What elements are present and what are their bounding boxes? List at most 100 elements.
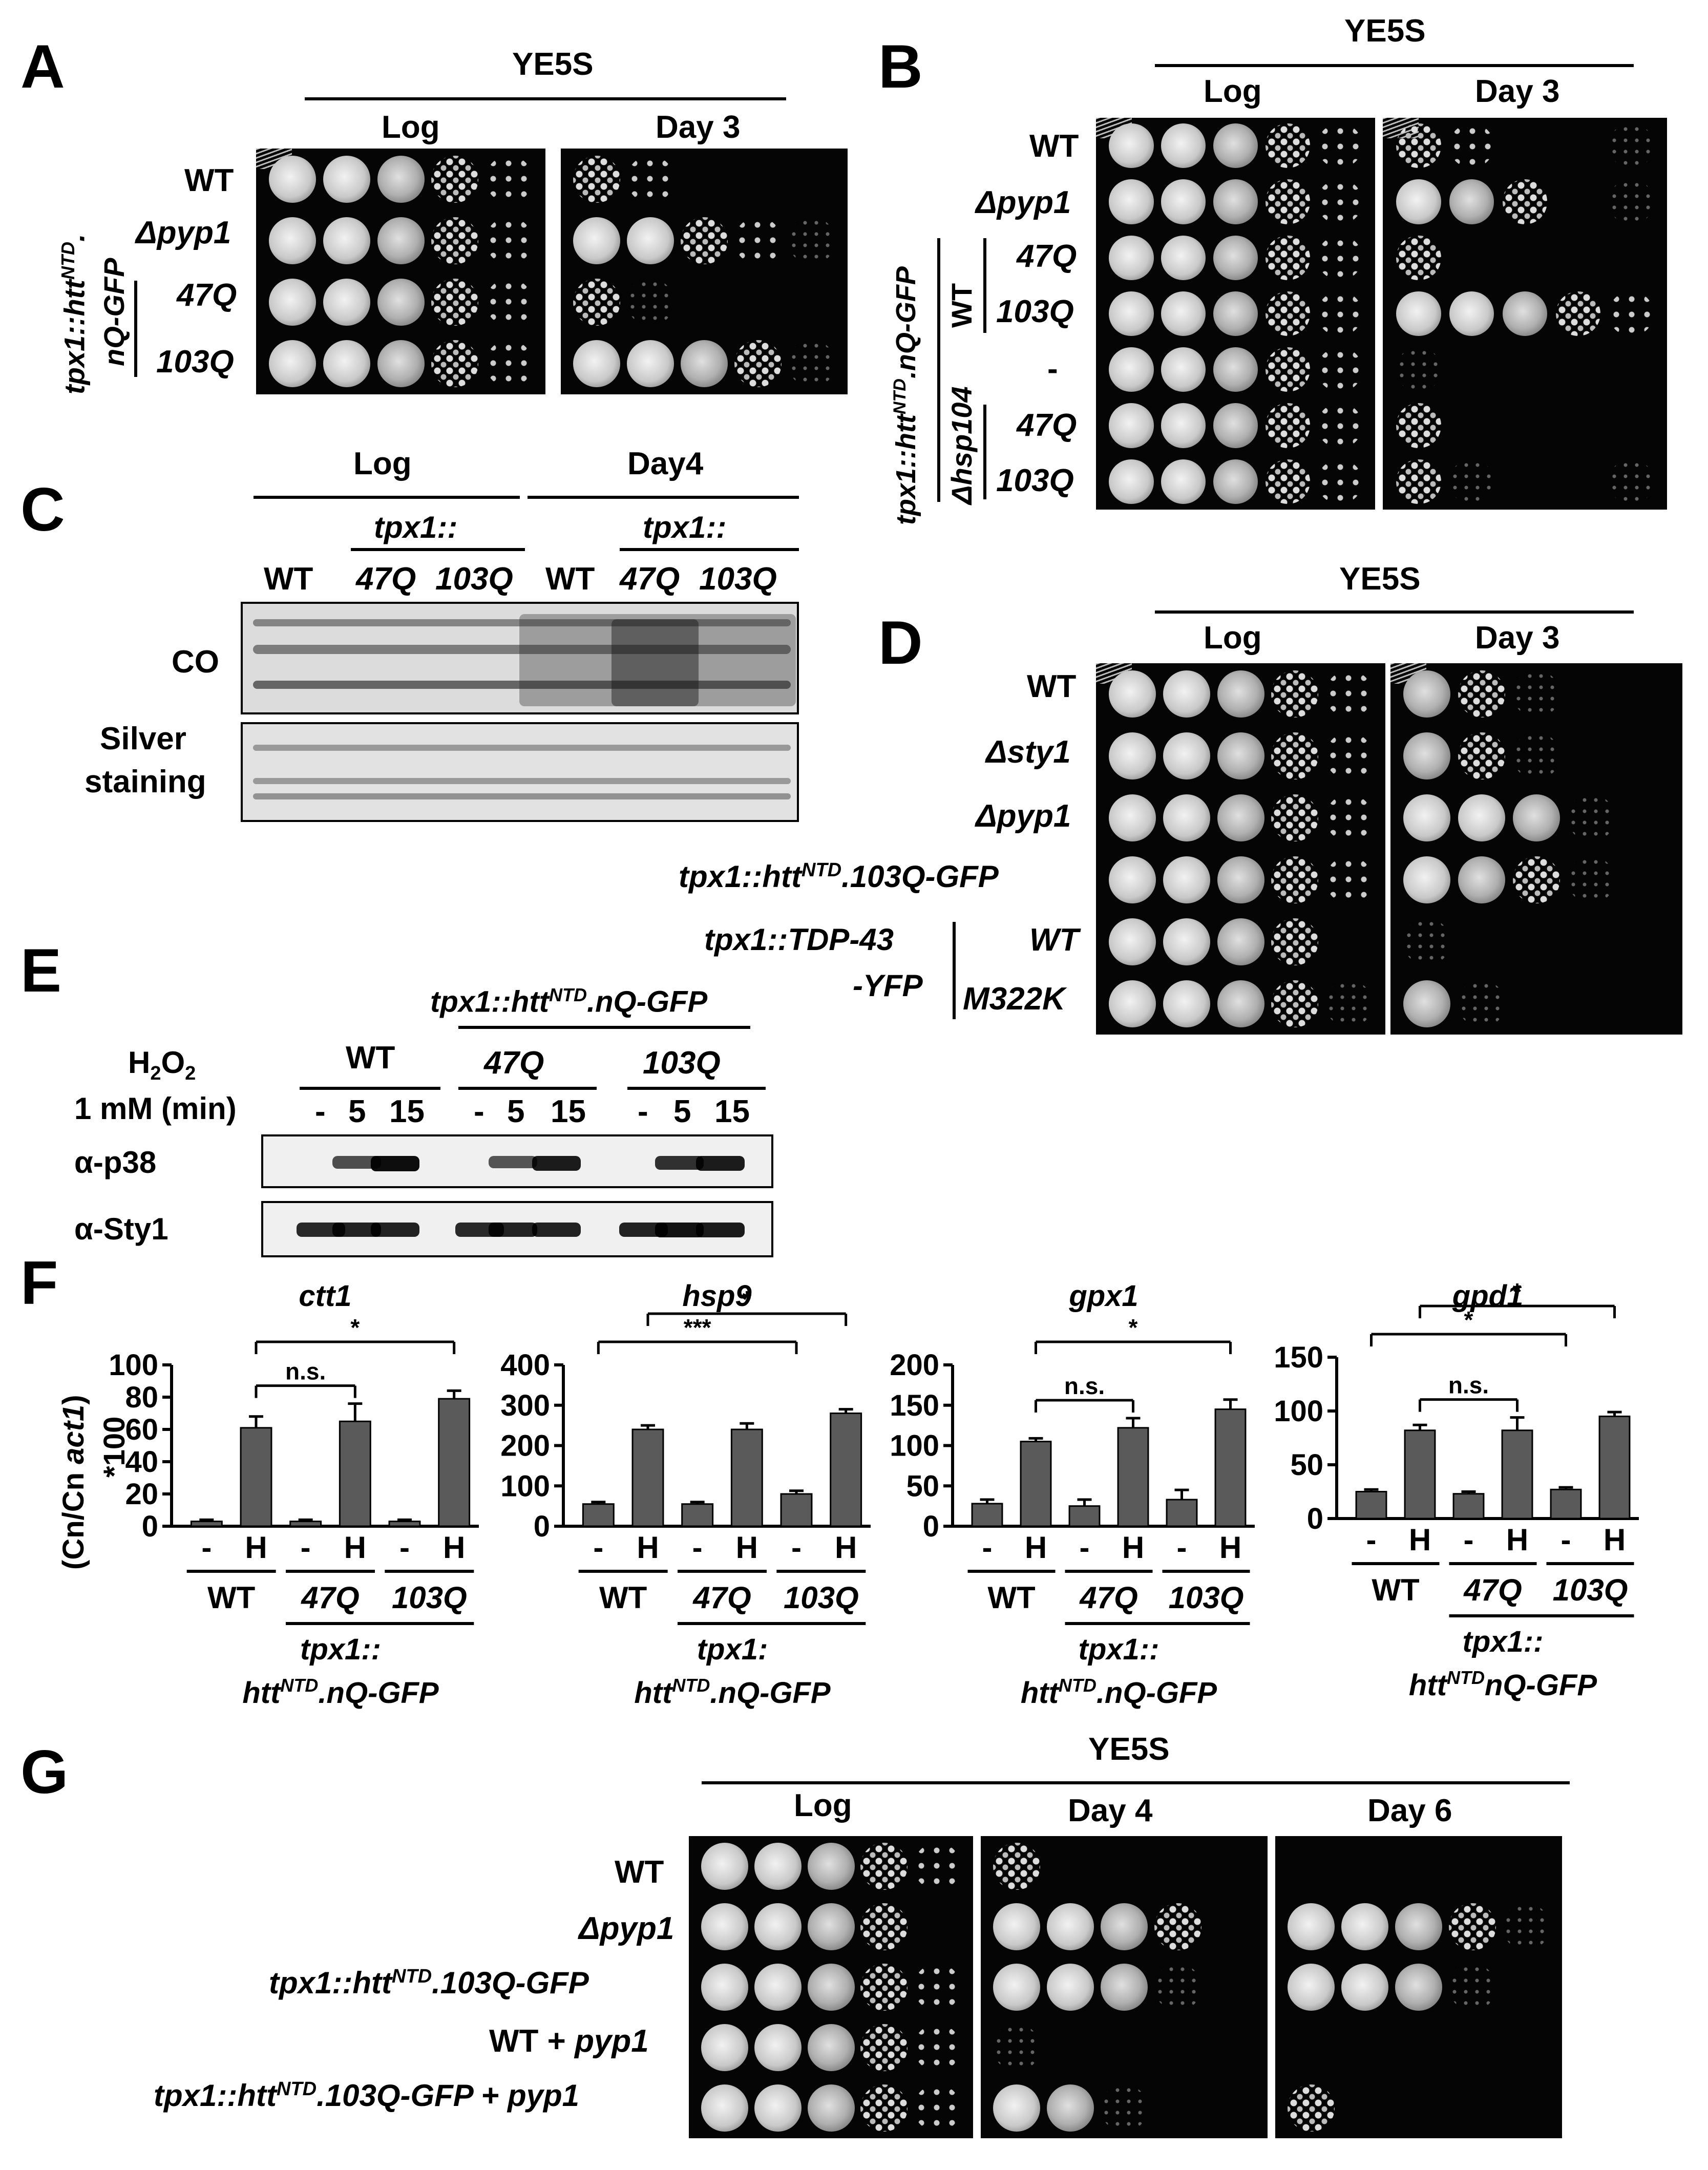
y-tick-label: 0 [923,1510,939,1543]
panel-e-group-103q: 103Q [643,1045,721,1081]
colony-spot [323,340,370,387]
colony-spot [1271,670,1319,718]
y-tick-label: 60 [125,1413,158,1446]
bar [1452,1493,1485,1520]
panel-d-tdp-m322k: M322K [963,981,1065,1017]
colony-spot [1502,291,1548,336]
tpx-label-1: tpx1: [697,1633,768,1666]
colony-spot [993,1964,1041,2011]
x-group-label: 47Q [1463,1573,1522,1607]
colony-spot [1265,123,1310,168]
x-group-label: 103Q [784,1581,859,1615]
colony-spot [1396,179,1441,224]
colony-spot [701,1903,748,1950]
colony-spot [1217,732,1264,780]
panel-e-timepoint: 15 [551,1094,586,1129]
panel-e-timepoint: 15 [714,1094,750,1129]
y-tick-label: 400 [500,1349,550,1382]
significance-label: * [350,1314,360,1341]
bar [971,1503,1003,1527]
colony-spot [377,279,425,326]
tpx-label-2: httNTD.nQ-GFP [634,1675,831,1710]
colony-spot [1317,291,1362,336]
colony-spot [1265,459,1310,504]
colony-spot [431,279,479,326]
panel-a-medium: YE5S [512,47,594,82]
colony-spot [754,1964,802,2011]
chart-title: ctt1 [299,1279,351,1313]
colony-spot [1271,980,1319,1027]
colony-spot [1213,347,1258,392]
panel-b-group-hsp: Δhsp104 [945,386,978,504]
colony-spot [431,217,479,264]
colony-spot [1108,856,1156,903]
colony-spot [754,2024,802,2071]
x-condition-label: H [1506,1523,1528,1557]
colony-spot [1265,347,1310,392]
colony-spot [1396,291,1441,336]
colony-spot [993,1903,1041,1950]
colony-spot [1609,459,1654,504]
colony-spot [1109,459,1154,504]
colony-spot [377,156,425,203]
x-condition-label: H [245,1530,267,1565]
colony-spot [993,2084,1041,2132]
panel-d-plate-log [1096,663,1385,1035]
colony-spot [377,217,425,264]
panel-d-row-sty1: Δsty1 [986,734,1071,770]
bar [1214,1408,1247,1527]
panel-d-tdp-bracket [953,922,956,1019]
sty1-band [532,1223,581,1237]
panel-c-co-blot [241,602,799,714]
colony-spot [914,1964,961,2011]
colony-spot [1101,2084,1148,2132]
p38-band [655,1156,704,1170]
panel-c-col-log: Log [353,446,412,481]
panel-b-row-47q-hsp: 47Q [1017,408,1077,443]
panel-e-timepoint: - [474,1094,484,1129]
colony-spot [1288,2084,1335,2132]
colony-spot [701,2084,748,2132]
x-condition-label: H [1219,1530,1241,1565]
tpx-label-2: httNTD.nQ-GFP [242,1675,439,1710]
colony-spot [860,1903,908,1950]
colony-spot [1109,403,1154,448]
panel-d-medium: YE5S [1339,561,1421,597]
colony-spot [1325,980,1373,1027]
colony-spot [807,2084,855,2132]
colony-spot [1396,347,1441,392]
colony-spot [1109,179,1154,224]
panel-g-plate-log [689,1836,973,2138]
panel-c-lane-3: 103Q [435,561,513,597]
colony-spot [1325,670,1373,718]
bar [438,1398,471,1527]
bar [1404,1429,1436,1520]
panel-e-header-line [458,1026,750,1029]
panel-a-row-pyp1: Δpyp1 [136,215,231,250]
colony-spot [1217,794,1264,842]
colony-spot [1163,794,1210,842]
colony-spot [1108,670,1156,718]
panel-b-row-pyp1: Δpyp1 [976,185,1071,220]
colony-spot [1108,980,1156,1027]
colony-spot [1161,235,1206,280]
colony-spot [993,1843,1041,1890]
tpx-label-1: tpx1:: [300,1633,381,1666]
panel-d-letter: D [878,608,923,677]
panel-c-day-line [528,496,799,499]
panel-b-medium-line [1155,64,1634,67]
colony-spot [1163,732,1210,780]
x-condition-label: H [835,1530,857,1565]
y-tick-label: 50 [906,1469,939,1503]
significance-label: * [1464,1307,1473,1333]
panel-g-col-log: Log [794,1788,852,1823]
colony-spot [1449,179,1494,224]
bar [1598,1416,1631,1520]
colony-spot [1396,459,1441,504]
y-tick-label: 150 [1274,1341,1323,1374]
sty1-band [696,1223,745,1237]
colony-spot [1513,732,1560,780]
colony-spot [431,340,479,387]
colony-spot [1396,235,1441,280]
